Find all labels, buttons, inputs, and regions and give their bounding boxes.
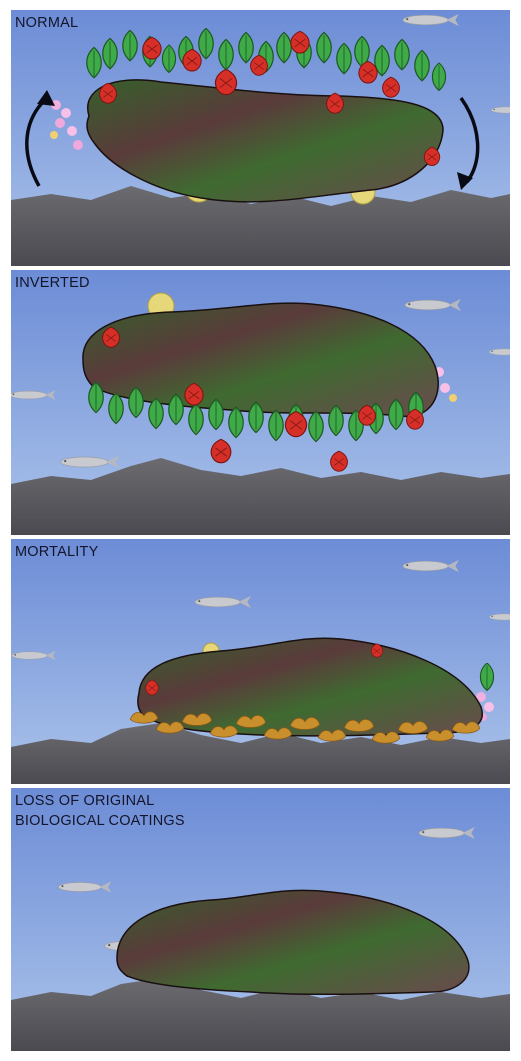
panel-label-inverted: INVERTED (15, 273, 90, 293)
panel-normal-illustration (11, 10, 510, 266)
panel-label-mortality: MORTALITY (15, 542, 98, 562)
panel-loss: LOSS OF ORIGINAL BIOLOGICAL COATINGS (11, 788, 510, 1051)
panel-inverted: INVERTED (11, 270, 510, 535)
panel-mortality-illustration (11, 539, 510, 784)
panel-normal: NORMAL (11, 10, 510, 266)
panel-mortality: MORTALITY (11, 539, 510, 784)
panel-label-loss: LOSS OF ORIGINAL BIOLOGICAL COATINGS (15, 791, 185, 831)
figure-frame: NORMAL (11, 10, 510, 1051)
panel-label-normal: NORMAL (15, 13, 78, 33)
panel-inverted-illustration (11, 270, 510, 535)
